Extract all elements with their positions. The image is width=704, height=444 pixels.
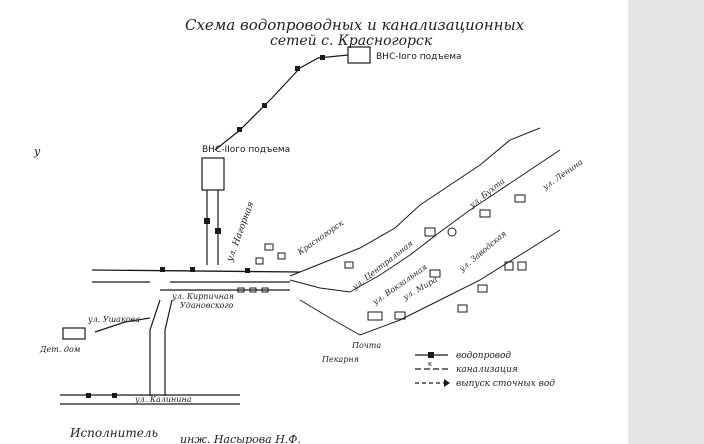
page-marker: у xyxy=(33,145,41,158)
building xyxy=(344,261,354,269)
river-bank-lower xyxy=(299,229,561,336)
building xyxy=(237,287,245,293)
street-pochta: Почта xyxy=(351,341,381,350)
building xyxy=(477,284,488,293)
scan-edge-shadow xyxy=(628,0,704,444)
river-outer xyxy=(289,127,541,277)
footer-executor: Исполнитель xyxy=(69,426,158,440)
valve xyxy=(204,218,210,224)
building xyxy=(261,287,269,293)
svg-text:к: к xyxy=(428,360,432,368)
valve xyxy=(160,267,165,272)
building xyxy=(394,311,406,320)
building xyxy=(277,252,286,260)
building xyxy=(429,269,441,278)
valve xyxy=(245,268,250,273)
building xyxy=(424,227,436,237)
river-bank-upper xyxy=(289,149,561,293)
road-ushakova xyxy=(94,317,151,333)
building xyxy=(479,209,491,218)
title-line1: Схема водопроводных и канализационных xyxy=(185,16,525,34)
vns1-label: ВНС-Iого подъема xyxy=(376,52,462,62)
valve xyxy=(295,66,300,71)
building xyxy=(264,243,274,251)
legend: водопровод к канализация выпуск сточных … xyxy=(415,351,555,389)
street-udanovskogo-prefix: ул. Кирпичная xyxy=(171,292,234,301)
street-ushakova: ул. Ушакова xyxy=(87,315,140,324)
building xyxy=(517,261,527,271)
legend-outlet: выпуск сточных вод xyxy=(456,379,555,389)
vns2-label: ВНС-IIого подъема xyxy=(202,145,290,155)
valve xyxy=(237,127,242,132)
street-udanovskogo: Удановского xyxy=(180,301,233,310)
valve xyxy=(190,267,195,272)
building xyxy=(249,287,257,293)
pipeline-vertical xyxy=(206,190,219,265)
det-dom-building xyxy=(62,327,86,340)
building xyxy=(504,261,514,271)
valve xyxy=(215,228,221,234)
valve xyxy=(112,393,117,398)
legend-water: водопровод xyxy=(456,351,511,361)
road-main xyxy=(91,269,301,283)
valve xyxy=(320,55,325,60)
place-dom: Дет. дом xyxy=(39,345,81,354)
footer-name: инж. Насырова Н.Ф. xyxy=(180,433,301,444)
valve xyxy=(262,103,267,108)
building xyxy=(255,257,264,265)
building xyxy=(367,311,383,321)
valve xyxy=(86,393,91,398)
building xyxy=(514,194,526,203)
legend-sewer: канализация xyxy=(456,365,518,375)
title-line2: сетей с. Красногорск xyxy=(270,33,433,49)
vns2-building xyxy=(201,157,225,191)
building xyxy=(457,304,468,313)
street-kalinina: ул. Калинина xyxy=(134,395,192,404)
water-tower xyxy=(447,227,457,237)
street-pekarnya: Пекарня xyxy=(321,355,359,364)
